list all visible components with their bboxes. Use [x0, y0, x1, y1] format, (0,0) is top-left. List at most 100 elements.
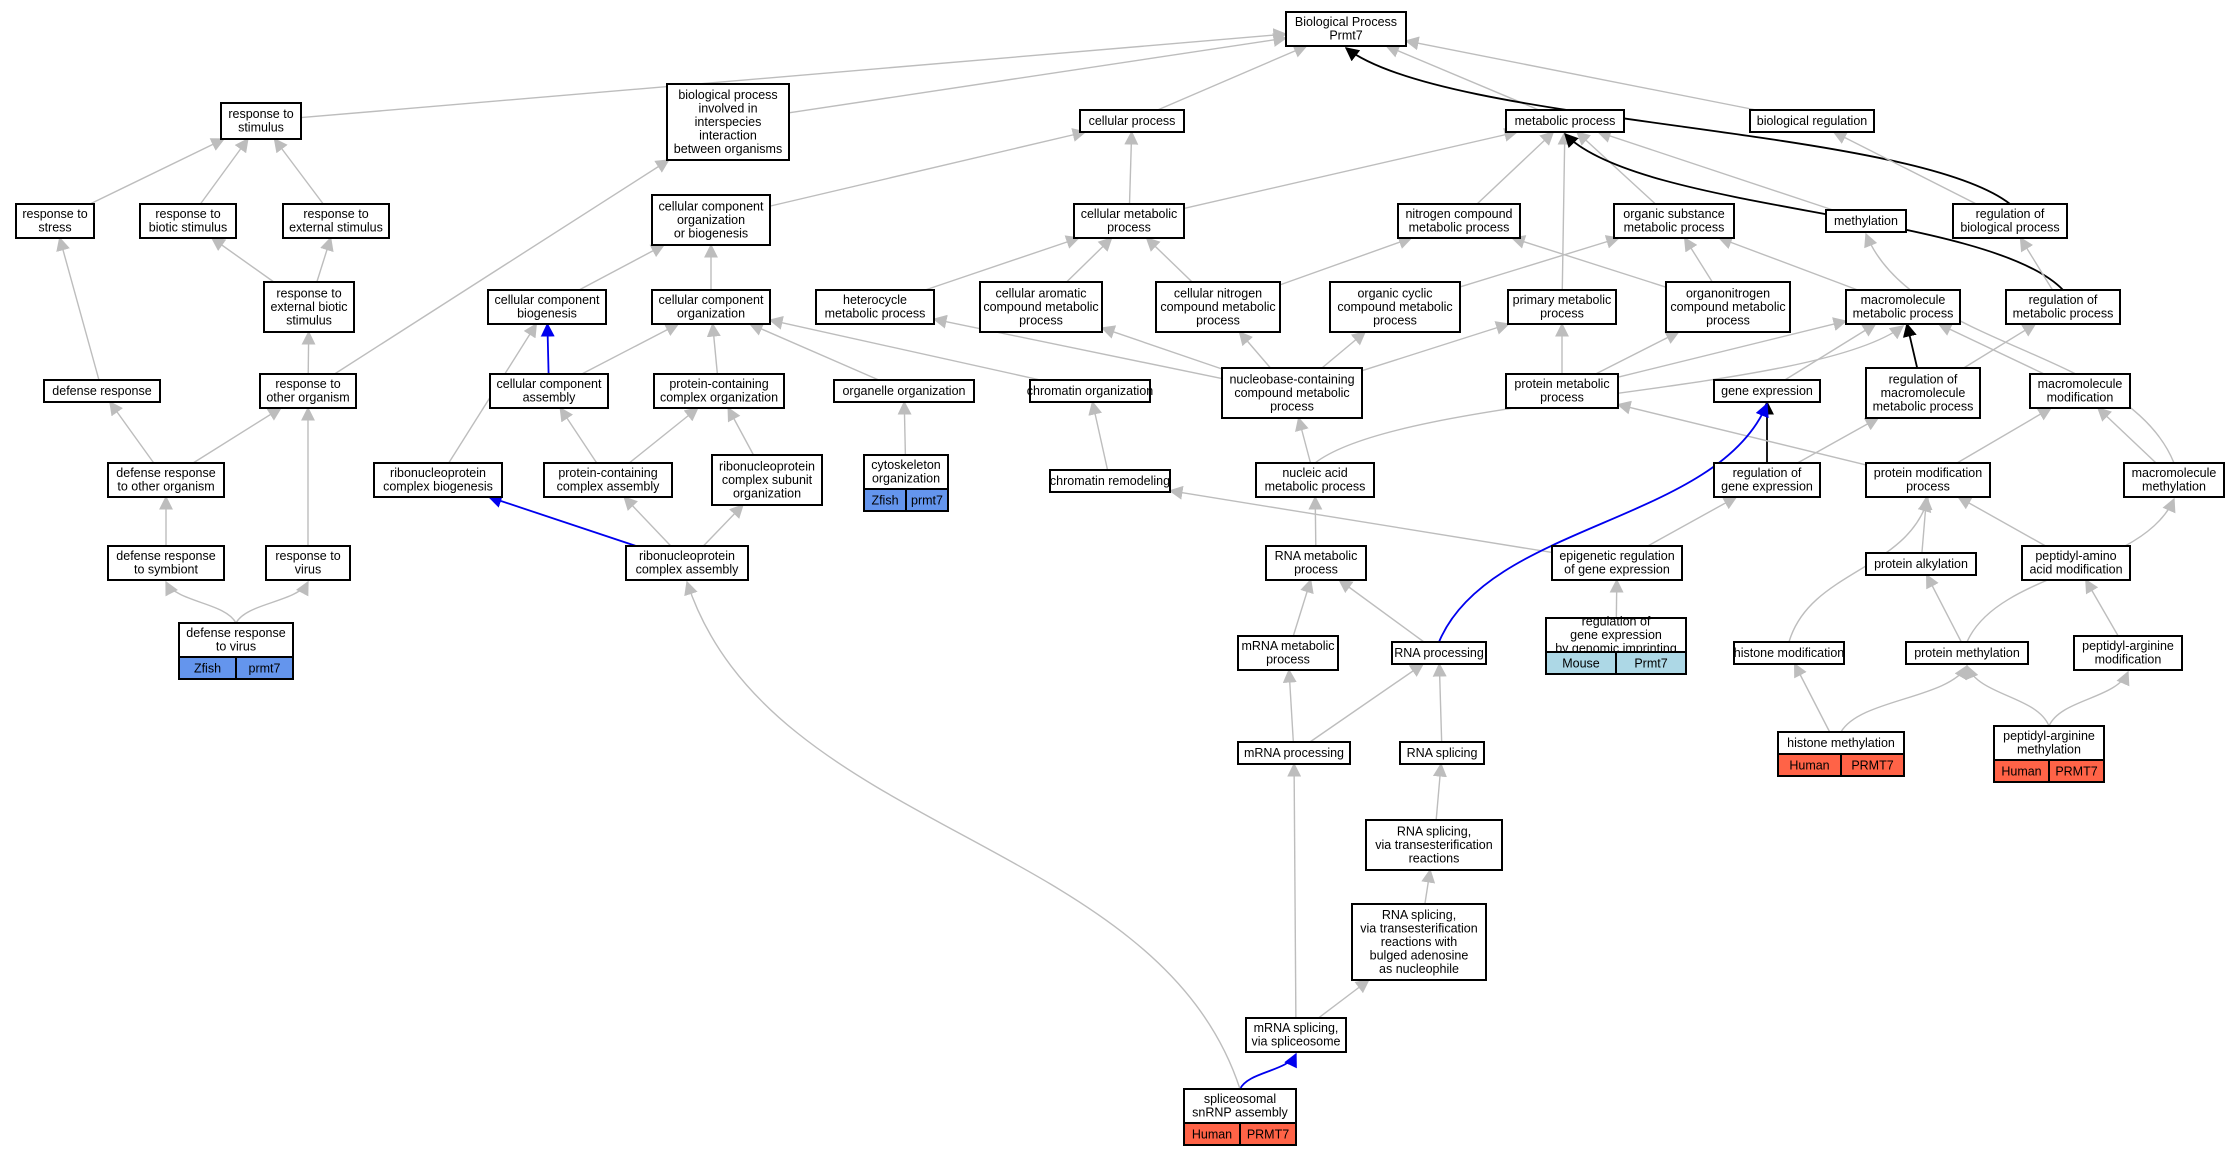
node-cellular-process[interactable]: cellular process [1079, 109, 1185, 133]
node-box [833, 379, 975, 403]
node-organelle-organization[interactable]: organelle organization [833, 379, 975, 403]
node-box [666, 83, 790, 161]
edge-regulation_of_metabolic-to-regulation_of_bp [2019, 236, 2054, 291]
node-histone-modification[interactable]: histone modification [1733, 641, 1845, 665]
node-box [1865, 552, 1977, 576]
edge-biological_regulation-to-bp [1404, 36, 1757, 111]
edge-mrna_splicing_spliceosome-to-mrna_processing [1287, 762, 1302, 1019]
node-chromatin-organization[interactable]: chromatin organization [1027, 379, 1154, 403]
node-protein-alkylation[interactable]: protein alkylation [1865, 552, 1977, 576]
node-label-line: complex organization [660, 391, 778, 405]
node-box [2005, 289, 2121, 325]
node-box [139, 203, 237, 239]
edge-rna_splicing-to-rna_processing [1432, 662, 1447, 743]
node-label-line: organonitrogen [1686, 286, 1770, 300]
node-rna-splicing[interactable]: RNA splicing [1399, 741, 1485, 765]
node-label-line: response to [276, 286, 341, 300]
node-label-line: organization [872, 472, 940, 486]
node-metabolic-process[interactable]: metabolic process [1505, 109, 1625, 133]
node-biological-regulation[interactable]: biological regulation [1749, 109, 1875, 133]
node-label-line: regulation of [1889, 372, 1958, 386]
node-label-line: cellular metabolic [1081, 207, 1178, 221]
edge-regulation_of_metabolic-to-metabolic_process [1564, 132, 2064, 291]
node-rna-splicing-bulged[interactable]: RNA splicing,via transesterificationreac… [1351, 903, 1487, 981]
node-label-line: peptidyl-arginine [2082, 639, 2174, 653]
edge-cc_biogenesis-to-cc_org_or_biogenesis [578, 244, 666, 291]
node-defense-response[interactable]: defense response [43, 379, 161, 403]
node-gene-expression[interactable]: gene expression [1713, 379, 1821, 403]
node-box [651, 289, 771, 325]
node-box [1155, 281, 1281, 333]
node-protein-methylation[interactable]: protein methylation [1905, 641, 2029, 665]
node-rna-processing[interactable]: RNA processing [1391, 641, 1487, 665]
edge-organelle_organization-to-cc_organization [748, 322, 880, 381]
node-mrna-splicing-spliceosome[interactable]: mRNA splicing,via spliceosome [1245, 1017, 1347, 1053]
node-box [543, 462, 673, 498]
node-label-line: acid modification [2029, 563, 2122, 577]
node-box [1507, 289, 1617, 325]
edge-nitrogen_compound_metabolic-to-metabolic_process [1476, 131, 1555, 205]
edge-protein_modification-to-macromolecule_modification [1956, 407, 2053, 464]
edge-rna_processing-to-rna_metabolic [1338, 579, 1425, 643]
node-mrna-processing[interactable]: mRNA processing [1237, 741, 1351, 765]
node-label-line: RNA splicing, [1382, 908, 1456, 922]
node-rna-splicing-transesterification[interactable]: RNA splicing,via transesterificationreac… [1365, 819, 1503, 871]
node-methylation[interactable]: methylation [1825, 209, 1907, 233]
gene-badge [1615, 651, 1687, 675]
species-badge-label: Mouse [1562, 657, 1600, 671]
node-chromatin-remodeling[interactable]: chromatin remodeling [1049, 469, 1171, 493]
